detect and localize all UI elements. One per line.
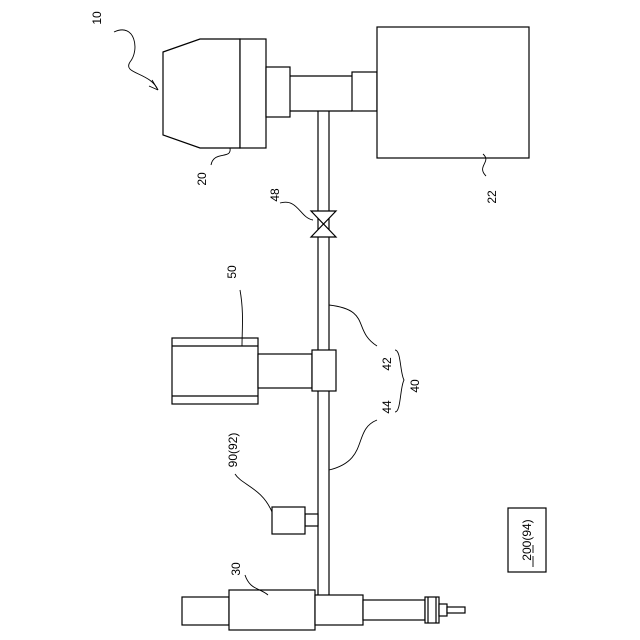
tank-box — [377, 27, 529, 158]
pump-unit — [172, 338, 336, 404]
label-sensor-90: 90(92) — [226, 433, 240, 468]
coupling-shaft — [290, 72, 377, 111]
label-pump-50: 50 — [225, 265, 239, 279]
engine-block — [163, 39, 290, 148]
label-system-10: 10 — [90, 11, 104, 25]
controller-box: 200(94) — [508, 508, 546, 572]
label-pipe-44: 44 — [380, 400, 394, 414]
controller-label: 200(94) — [520, 519, 534, 560]
injector-assembly — [182, 590, 465, 630]
label-pipe-42: 42 — [380, 357, 394, 371]
label-tank-22: 22 — [485, 190, 499, 204]
label-valve-48: 48 — [268, 188, 282, 202]
label-injector-30: 30 — [229, 562, 243, 576]
valve-symbol — [311, 211, 336, 237]
label-engine-20: 20 — [195, 172, 209, 186]
sensor-unit — [272, 507, 318, 534]
label-pipe-group-40: 40 — [408, 379, 422, 393]
